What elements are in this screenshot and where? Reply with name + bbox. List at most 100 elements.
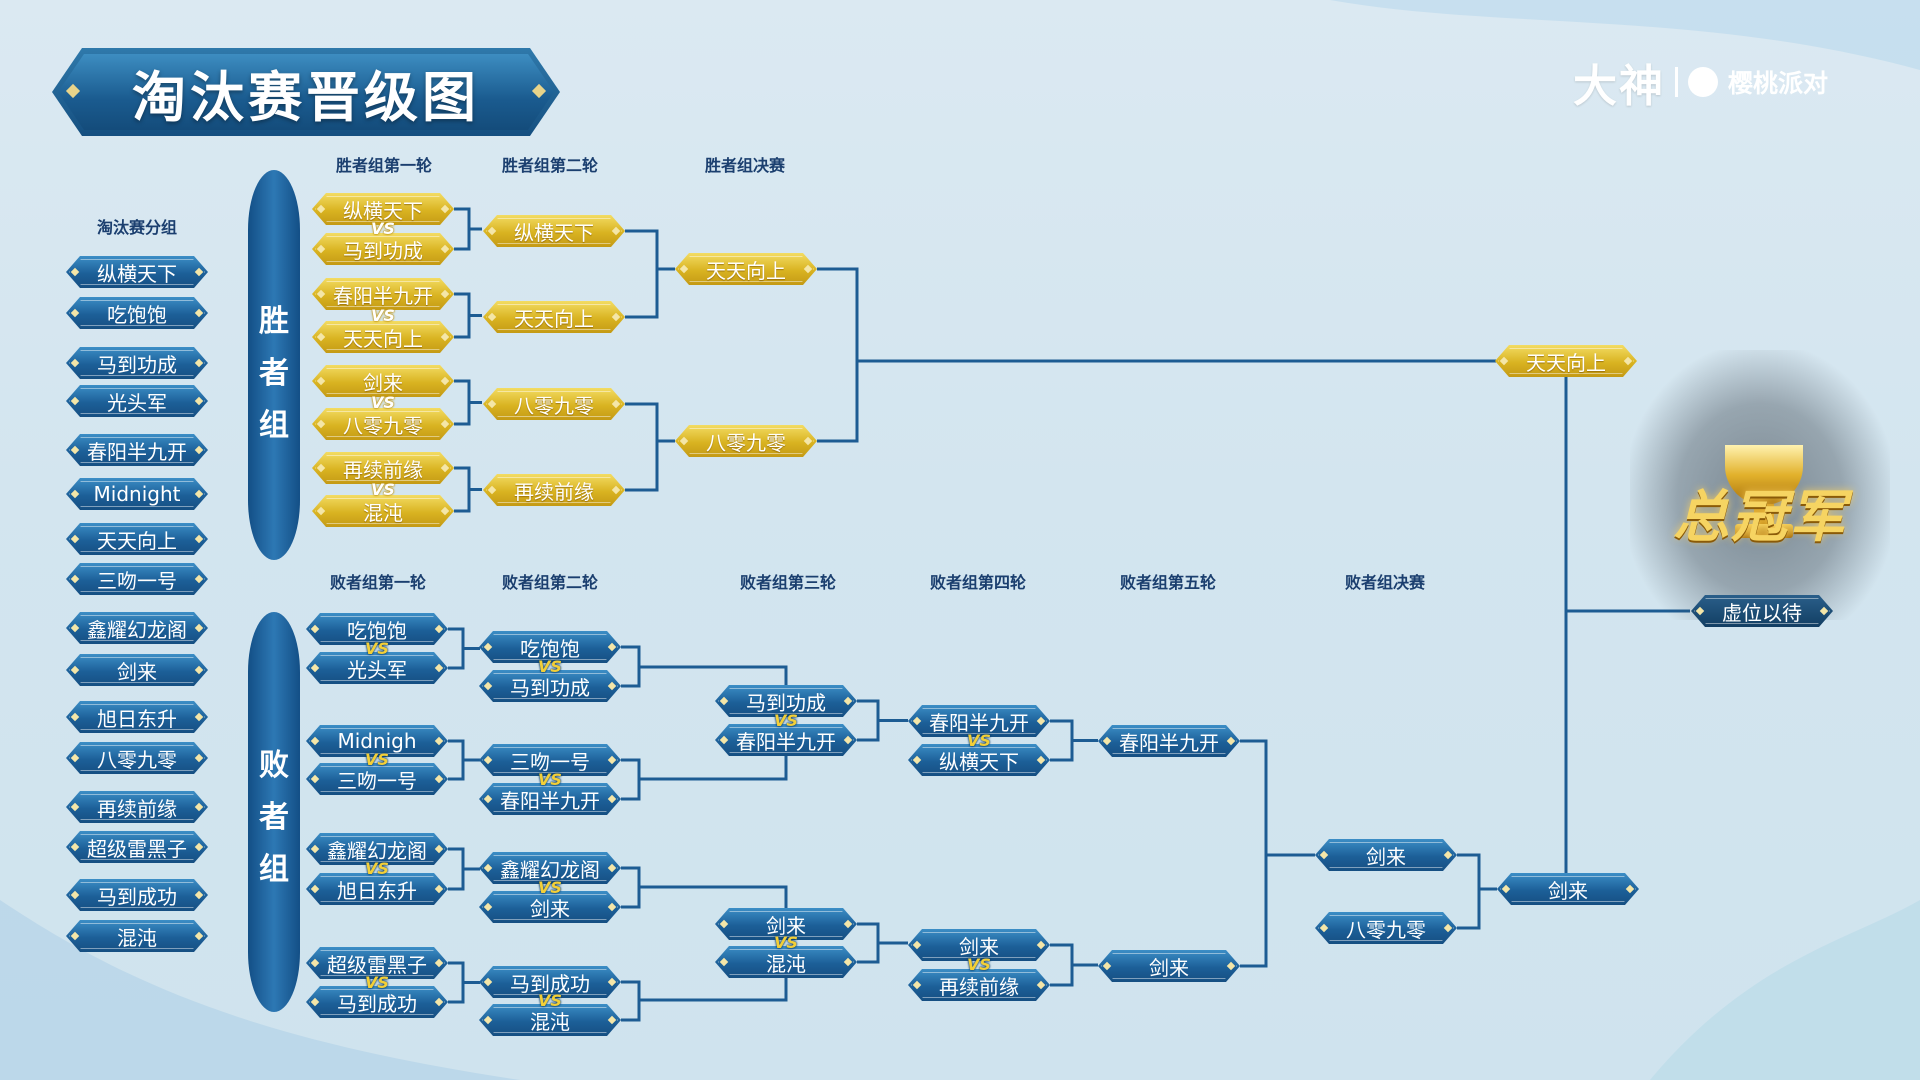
vs-label: VS xyxy=(967,730,991,750)
header-lb-r4: 败者组第四轮 xyxy=(929,573,1026,592)
team-name: 八零九零 xyxy=(706,430,786,455)
team-name: 纵横天下 xyxy=(97,261,177,286)
team-name: 马到功成 xyxy=(746,690,826,715)
team-name: 天天向上 xyxy=(706,258,786,283)
wb-r2-team: 天天向上 xyxy=(483,301,625,333)
wb-r1-team: 马到功成 xyxy=(312,233,454,265)
bracket-connector xyxy=(454,379,471,426)
team-name: 天天向上 xyxy=(343,326,423,351)
title-banner: 淘汰赛晋级图 xyxy=(52,48,560,136)
losers-bracket-label: 败 者 组 xyxy=(248,612,300,1012)
header-lb-r2: 败者组第二轮 xyxy=(501,573,598,592)
team-name: 纵横天下 xyxy=(939,749,1019,774)
team-name: 虚位以待 xyxy=(1722,600,1802,625)
team-name: 马到功成 xyxy=(97,352,177,377)
team-name: 天天向上 xyxy=(514,306,594,331)
bracket-connector xyxy=(454,292,471,339)
team-name: 春阳半九开 xyxy=(333,283,433,308)
group-team-pill: 光头军 xyxy=(66,385,208,417)
vs-label: VS xyxy=(538,769,562,789)
lb-r2-team: 剑来 xyxy=(479,891,621,923)
lb-r2-team: 马到成功 xyxy=(479,966,621,998)
bracket-connector xyxy=(1240,739,1268,968)
wb-r1-team: 混沌 xyxy=(312,495,454,527)
brand-logo: 大神 樱桃派对 xyxy=(1573,52,1828,112)
trophy-icon xyxy=(1725,445,1803,505)
wb-r1-team: 八零九零 xyxy=(312,408,454,440)
wb-r1-team: 纵横天下 xyxy=(312,193,454,225)
team-name: 春阳半九开 xyxy=(736,729,836,754)
bracket-connector xyxy=(857,699,880,742)
bracket-connector xyxy=(448,739,465,781)
group-team-pill: 吃饱饱 xyxy=(66,297,208,329)
team-name: 光头军 xyxy=(347,657,407,682)
team-name: 八零九零 xyxy=(97,747,177,772)
lb-r1-team: Midnigh xyxy=(306,725,448,757)
lb-r1-team: 超级雷黑子 xyxy=(306,947,448,979)
team-name: 春阳半九开 xyxy=(1119,730,1219,755)
group-team-pill: 马到成功 xyxy=(66,879,208,911)
lb-r3-team: 剑来 xyxy=(715,908,857,940)
team-name: 三吻一号 xyxy=(510,749,590,774)
team-name: 剑来 xyxy=(1548,878,1588,903)
team-name: 混沌 xyxy=(363,500,403,525)
team-name: 剑来 xyxy=(530,896,570,921)
header-lb-final: 败者组决赛 xyxy=(1344,573,1425,592)
lb-r4-team: 春阳半九开 xyxy=(908,705,1050,737)
vs-label: VS xyxy=(371,479,395,499)
lb-r2-team: 马到功成 xyxy=(479,670,621,702)
team-name: 八零九零 xyxy=(514,393,594,418)
team-name: 春阳半九开 xyxy=(87,439,187,464)
lb-r1-team: 三吻一号 xyxy=(306,763,448,795)
team-name: Midnight xyxy=(93,482,181,506)
team-name: 光头军 xyxy=(107,390,167,415)
bracket-connector xyxy=(1457,853,1481,930)
team-name: 八零九零 xyxy=(343,413,423,438)
wb-r1-team: 春阳半九开 xyxy=(312,278,454,310)
wb-r2-team: 八零九零 xyxy=(483,388,625,420)
lb-r3-team: 混沌 xyxy=(715,946,857,978)
vs-label: VS xyxy=(371,392,395,412)
lb-r1-team: 吃饱饱 xyxy=(306,613,448,645)
lb-r1-team: 鑫耀幻龙阁 xyxy=(306,833,448,865)
bracket-connector xyxy=(454,466,471,513)
team-name: 八零九零 xyxy=(1346,917,1426,942)
lb-r1-team: 马到成功 xyxy=(306,986,448,1018)
wb-r1-team: 天天向上 xyxy=(312,321,454,353)
team-name: 再续前缘 xyxy=(343,457,423,482)
lb-r1-team: 旭日东升 xyxy=(306,873,448,905)
wb-r1-team: 再续前缘 xyxy=(312,452,454,484)
team-name: 马到成功 xyxy=(97,884,177,909)
lb-r2-team: 鑫耀幻龙阁 xyxy=(479,852,621,884)
group-team-pill: Midnight xyxy=(66,478,208,510)
vs-label: VS xyxy=(365,638,389,658)
team-name: Midnigh xyxy=(337,729,417,753)
group-team-pill: 超级雷黑子 xyxy=(66,831,208,863)
lb-r3-team: 马到功成 xyxy=(715,685,857,717)
bracket-connector xyxy=(448,627,465,670)
bracket-connector xyxy=(621,980,641,1022)
bracket-connector xyxy=(448,847,465,891)
bracket-connector xyxy=(625,229,659,319)
team-name: 春阳半九开 xyxy=(500,788,600,813)
header-lb-r1: 败者组第一轮 xyxy=(329,573,426,592)
team-name: 三吻一号 xyxy=(337,768,417,793)
team-name: 吃饱饱 xyxy=(107,302,167,327)
team-name: 纵横天下 xyxy=(343,198,423,223)
team-name: 混沌 xyxy=(117,925,157,950)
vs-label: VS xyxy=(967,955,991,974)
team-name: 剑来 xyxy=(959,934,999,959)
team-name: 马到功成 xyxy=(343,238,423,263)
wb-r2-team: 再续前缘 xyxy=(483,474,625,506)
vs-label: VS xyxy=(774,710,798,730)
wb-r2-team: 纵横天下 xyxy=(483,215,625,247)
group-team-pill: 天天向上 xyxy=(66,523,208,555)
group-team-pill: 剑来 xyxy=(66,654,208,686)
wb-winner: 天天向上 xyxy=(1495,345,1637,377)
header-lb-r5: 败者组第五轮 xyxy=(1119,573,1216,592)
champion-label: 总冠军 xyxy=(1673,484,1847,550)
team-name: 马到成功 xyxy=(337,991,417,1016)
group-team-pill: 春阳半九开 xyxy=(66,434,208,466)
vs-label: VS xyxy=(774,933,798,952)
bracket-connector xyxy=(621,645,641,688)
